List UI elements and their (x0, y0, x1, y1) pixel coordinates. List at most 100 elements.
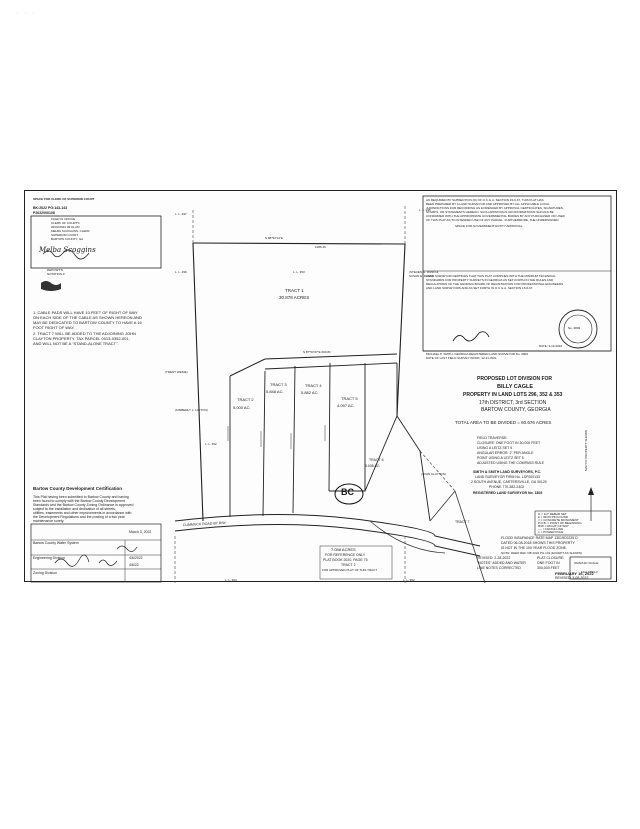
field-survey-date: DATE OF LAST FIELD SURVEY WORK: 12-21-20… (426, 356, 497, 360)
surveyor-cert-line: BEEN PREPARED BY A LAND SURVEYOR AND APP… (426, 202, 550, 206)
scan-speckle: · · · (16, 10, 37, 17)
clerk-header: SPACE FOR CLERK OF SUPERIOR COURT (33, 197, 95, 201)
firm-registered: REGISTERED LAND SURVEYOR No. 1803 (473, 491, 543, 495)
title-total-area: TOTAL AREA TO BE DIVIDED = 60.676 ACRES (455, 420, 552, 425)
surveyor-cert-line: OF THIS PLAT AS TO INTENDED USE OF ANY P… (426, 218, 559, 222)
traverse-line: CLOSURE: ONE FOOT IN 30,000 FEET (477, 441, 541, 445)
plat-closure-line: 300,000 FEET (537, 566, 560, 570)
traverse-line: POINT USING A LEITZ SET 5 (477, 456, 524, 460)
land-lot-label: L. L. 295 (419, 208, 431, 212)
note-line: 1. CABLE PADS WILL HAVE 10 FEET OF RIGHT… (33, 310, 138, 315)
land-lot-label: L. L. 296 (175, 270, 187, 274)
flood-line: FLOOD INSURANCE RATE MAP 13015C0225 D (501, 536, 578, 540)
cert-body-line: subject to the installation and dedicati… (33, 507, 116, 511)
gov-space-label: SPACE FOR GOVERNMENT ENTITY APPROVAL (455, 224, 523, 228)
tract-label: TRACT 1 (285, 288, 304, 293)
title-proposed: PROPOSED LOT DIVISION FOR (477, 376, 553, 382)
surveyor-date: DATE: 3-13-2022 (539, 344, 563, 348)
clerk-stamp-line: MELBA SCOGGINS, CLERK (51, 229, 90, 233)
clerk-caption: NOTATION # (47, 272, 65, 276)
tract-label: TRACT 2 (237, 397, 254, 402)
tract-label: TRACT 6 (369, 458, 384, 462)
cert-body-line: utilities, easements and other improveme… (33, 511, 132, 515)
land-lot-label: L. L. 297 (175, 212, 187, 216)
title-district: 17th DISTRICT, 3rd SECTION (479, 400, 547, 406)
note-line: 2. TRACT 7 WILL BE ADDED TO THE ADJOININ… (33, 331, 136, 336)
bc-mark: BC (341, 487, 354, 497)
adjoiner-label: (TRENT WEIDE) (165, 370, 188, 374)
adjoiner-label: (KIMBERLY L. LAYTON) (175, 408, 208, 412)
surveyor-cert-line: AS REQUIRED BY SUBSECTION (D) OF O.C.G.A… (426, 198, 544, 202)
legend-item: P.O.B. = POINT OF BEGINNING (538, 521, 582, 525)
note-line: FOOT RIGHT OF WAY. (33, 325, 75, 330)
surveyor-cert-line: JURISDICTIONS FOR RECORDING AS EVIDENCED… (426, 206, 564, 210)
adjoiner-label: SUSAN E. DUNN) (409, 274, 434, 278)
legend-item: × = POWER POLE (538, 530, 564, 534)
legend-item: ● = IRON PIN FOUND (538, 515, 569, 519)
scale-note: GRAPHIC SCALE (574, 561, 599, 565)
surveyor-cert-line: STAMPS, OR STATEMENTS HEREON. SUCH APPRO… (426, 210, 554, 214)
legend-item: ---- = FENCE LINE (538, 527, 564, 531)
revision-line: REVISED: 2-28-2022 (477, 556, 511, 560)
clerk-book: BK:2022 PG:143-143 (33, 206, 68, 210)
side-stamp: MAP OF PROPERTY SHOWN (584, 429, 588, 471)
clerk-stamp-line: FILED IN OFFICE (51, 217, 76, 221)
firm-phone: PHONE 770-382-2402 (489, 485, 525, 489)
legend-item: O = 1/2" REBAR SET (538, 512, 567, 516)
adjoiner-label: (STEVEN G. DUNN & (409, 270, 439, 274)
surveyor-cert-line: LAND SURVEYOR CERTIFIES THAT THIS PLAT C… (426, 274, 556, 278)
surveyor-cert-line: REGULATIONS OF THE GEORGIA BOARD OF REGI… (426, 282, 564, 286)
cert-row-date: 4/6/22 (129, 563, 139, 567)
tract7-note: 7.058 ACRES (331, 547, 356, 552)
cert-heading: Bartow County Development Certification (33, 486, 123, 491)
land-lot-label: L. L. 354 (225, 578, 237, 582)
clerk-stamp-line: 03/02/2022 09:02 AM (51, 225, 80, 229)
note-line: AND WILL NOT BE A "STAND-ALONE TRACT". (33, 341, 119, 346)
firm-address: 2 SOUTH AVENUE, CARTERSVILLE, GA 30120 (471, 480, 547, 484)
bearing-label: N 88°52'14"E (265, 236, 283, 240)
note-line: ON EACH SIDE OF THE CABLE AS SHOWN HEREO… (33, 315, 142, 320)
tract-area: 4.097 AC. (337, 403, 355, 408)
surveyor-cert-line: CONFIRMED WITH THE APPROPRIATE GOVERNMEN… (426, 214, 565, 218)
clerk-stamp-line: BARTOW COUNTY, GA (51, 237, 84, 241)
plat-date: FEBRUARY 16, 2022 (555, 571, 594, 576)
traverse-line: ANGULAR ERROR: 2" PER ANGLE (477, 451, 534, 455)
note-line: MAY BE DEDICATED TO BARTOW COUNTY TO HAV… (33, 320, 142, 325)
land-lot-label: L. L. 352 (205, 442, 217, 446)
revision-line: "NOTES" ADDED AND WATER (477, 561, 526, 565)
plat-linework (30, 195, 612, 583)
plat-closure-line: ONE FOOT IN (537, 561, 560, 565)
title-county: BARTOW COUNTY, GEORGIA (481, 407, 551, 413)
land-lot-label: L. L. 352 (403, 578, 415, 582)
title-property: PROPERTY IN LAND LOTS 296, 352 & 353 (463, 392, 563, 398)
flood-line: IS NOT IN THE 100 YEAR FLOOD ZONE. (501, 546, 567, 550)
bearing-label: S 87°53'37"E 690.81' (303, 350, 332, 354)
traverse-line: ADJUSTED USING THE COMPASS RULE (477, 461, 544, 465)
clerk-caption: DEPOSIT'S (47, 268, 63, 272)
flood-line: DATED 06-08-2018 SHOWS THIS PROPERTY (501, 541, 575, 545)
cert-body-line: This Plat having been submitted to Barto… (33, 495, 129, 499)
surveyor-signature-caption: MICHAEL P. SMITH, GEORGIA REGISTERED LAN… (426, 352, 528, 356)
note-line: CLAYTON PROPERTY, TAX PARCEL 0013-0352-0… (33, 336, 130, 341)
surveyor-cert-line: STANDARDS FOR PROPERTY SURVEYS IN GEORGI… (426, 278, 554, 282)
cert-row-label: Bartow County Water System (33, 541, 79, 545)
file-number: FILE 6890-3 (581, 570, 598, 574)
plat-closure-line: PLAT CLOSURE: (537, 556, 565, 560)
clerk-filing-number: P2022000108 (33, 211, 55, 215)
flood-line: NOTE: DEED REF. DB 2022 PG 134 (EXCEPT A… (501, 551, 582, 555)
tract7-note: FOR APPROVED PLAT OF THIS TRACT (322, 568, 378, 572)
tract7-note: FOR REFERENCE ONLY (325, 553, 366, 557)
bearing-distance: 1286.46 (315, 245, 326, 249)
clerk-stamp-line: SUPERIOR COURT (51, 233, 79, 237)
traverse-line: USING A LEITZ SET 5 (477, 446, 513, 450)
cert-body-line: the Development Regulations and the post… (33, 515, 125, 519)
legend-item: R/W = RIGHT OF WAY (538, 524, 569, 528)
cert-row-date: 4/6/2022 (129, 556, 143, 560)
cert-body-line: been found to comply with the Bartow Cou… (33, 499, 126, 503)
title-owner: BILLY CAGLE (497, 384, 534, 390)
plat-sheet: SPACE FOR CLERK OF SUPERIOR COURT BK:202… (24, 190, 617, 583)
revision-line: LINE NOTES CORRECTED (477, 566, 521, 570)
tract-label: TRACT 3 (270, 382, 287, 387)
surveyor-cert-line: AND LAND SURVEYORS AND AS SET FORTH IN O… (426, 286, 534, 290)
tract-area: 5.008 AC. (365, 464, 381, 468)
